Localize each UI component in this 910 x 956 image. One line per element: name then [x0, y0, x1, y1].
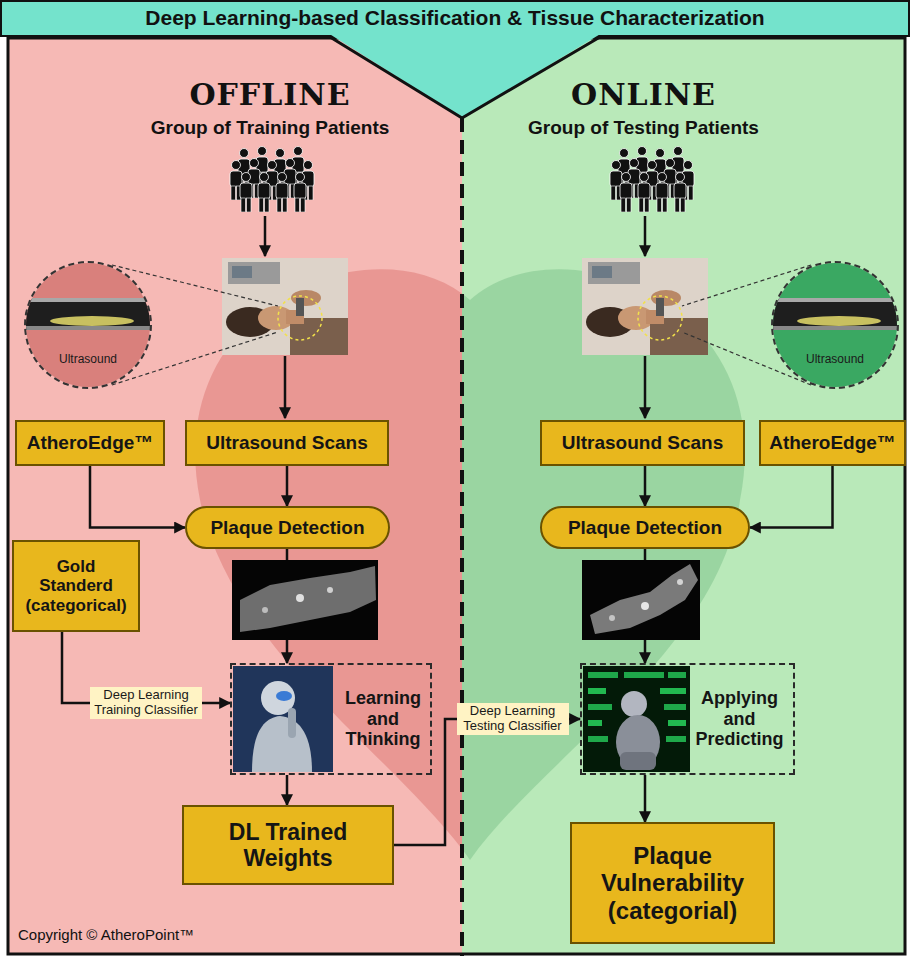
diagram-title: Deep Learning-based Classification & Tis…	[0, 0, 910, 36]
node-text: Learning and Thinking	[340, 688, 426, 750]
process-box: AtheroEdge™	[759, 420, 906, 466]
process-pill: Plaque Detection	[185, 506, 390, 549]
output-box: DL Trained Weights	[182, 805, 394, 885]
plaque-image	[232, 560, 378, 640]
process-box: Ultrasound Scans	[540, 420, 745, 466]
node-text: Plaque Vulnerability (categorial)	[578, 842, 767, 925]
robot-image	[233, 666, 333, 772]
node-text: Applying and Predicting	[690, 688, 789, 750]
panel-heading: OFFLINE	[78, 78, 462, 113]
node-text: Plaque Detection	[193, 517, 382, 539]
ultrasound-inset	[767, 260, 907, 390]
output-box: Plaque Vulnerability (categorial)	[570, 822, 775, 944]
node-text: Ultrasound	[26, 353, 150, 367]
panel-subheading: Group of Testing Patients	[462, 117, 825, 139]
connector-arrow	[644, 775, 647, 822]
panel: ONLINE Group of Testing PatientsUltrasoun…	[462, 38, 905, 954]
patient-crowd	[610, 147, 694, 213]
connector-label: Deep Learning Testing Classifier	[457, 703, 569, 735]
scan-photo	[222, 258, 348, 355]
node-text: DL Trained Weights	[190, 819, 386, 872]
process-box: AtheroEdge™	[15, 420, 165, 466]
scan-photo	[582, 258, 708, 355]
node-text: Ultrasound	[773, 353, 897, 367]
copyright-note: Copyright © AtheroPoint™	[18, 926, 194, 943]
model-box: Applying and Predicting	[580, 663, 795, 775]
plaque-image	[582, 560, 700, 640]
node-text: Ultrasound Scans	[548, 432, 737, 454]
connector-arrow	[750, 466, 833, 528]
panel-subheading: Group of Training Patients	[78, 117, 462, 139]
node-text: Plaque Detection	[548, 517, 742, 539]
inset-circle: Ultrasound	[771, 261, 899, 389]
process-pill: Plaque Detection	[540, 506, 750, 549]
connector-arrow	[644, 466, 647, 506]
binary-robot-image	[583, 666, 690, 772]
process-box: Ultrasound Scans	[185, 420, 389, 466]
patient-crowd	[230, 147, 314, 213]
input-box: Gold Standerd (categorical)	[12, 540, 140, 632]
inset-circle: Ultrasound	[24, 261, 152, 389]
connector-arrow	[394, 719, 580, 845]
node-text: AtheroEdge™	[767, 432, 898, 454]
node-text: Gold Standerd (categorical)	[18, 557, 134, 616]
connector-arrow	[90, 466, 185, 528]
panel: OFFLINE Group of Training PatientsUltraso…	[8, 38, 462, 954]
model-box: Learning and Thinking	[230, 663, 432, 775]
ultrasound-inset	[20, 260, 160, 390]
node-text: Ultrasound Scans	[193, 432, 381, 454]
connector-label: Deep Learning Training Classifier	[90, 687, 202, 719]
connector-arrow	[286, 775, 289, 805]
panel-heading: ONLINE	[462, 78, 825, 113]
node-text: AtheroEdge™	[23, 432, 157, 454]
connector-arrow	[286, 466, 289, 506]
